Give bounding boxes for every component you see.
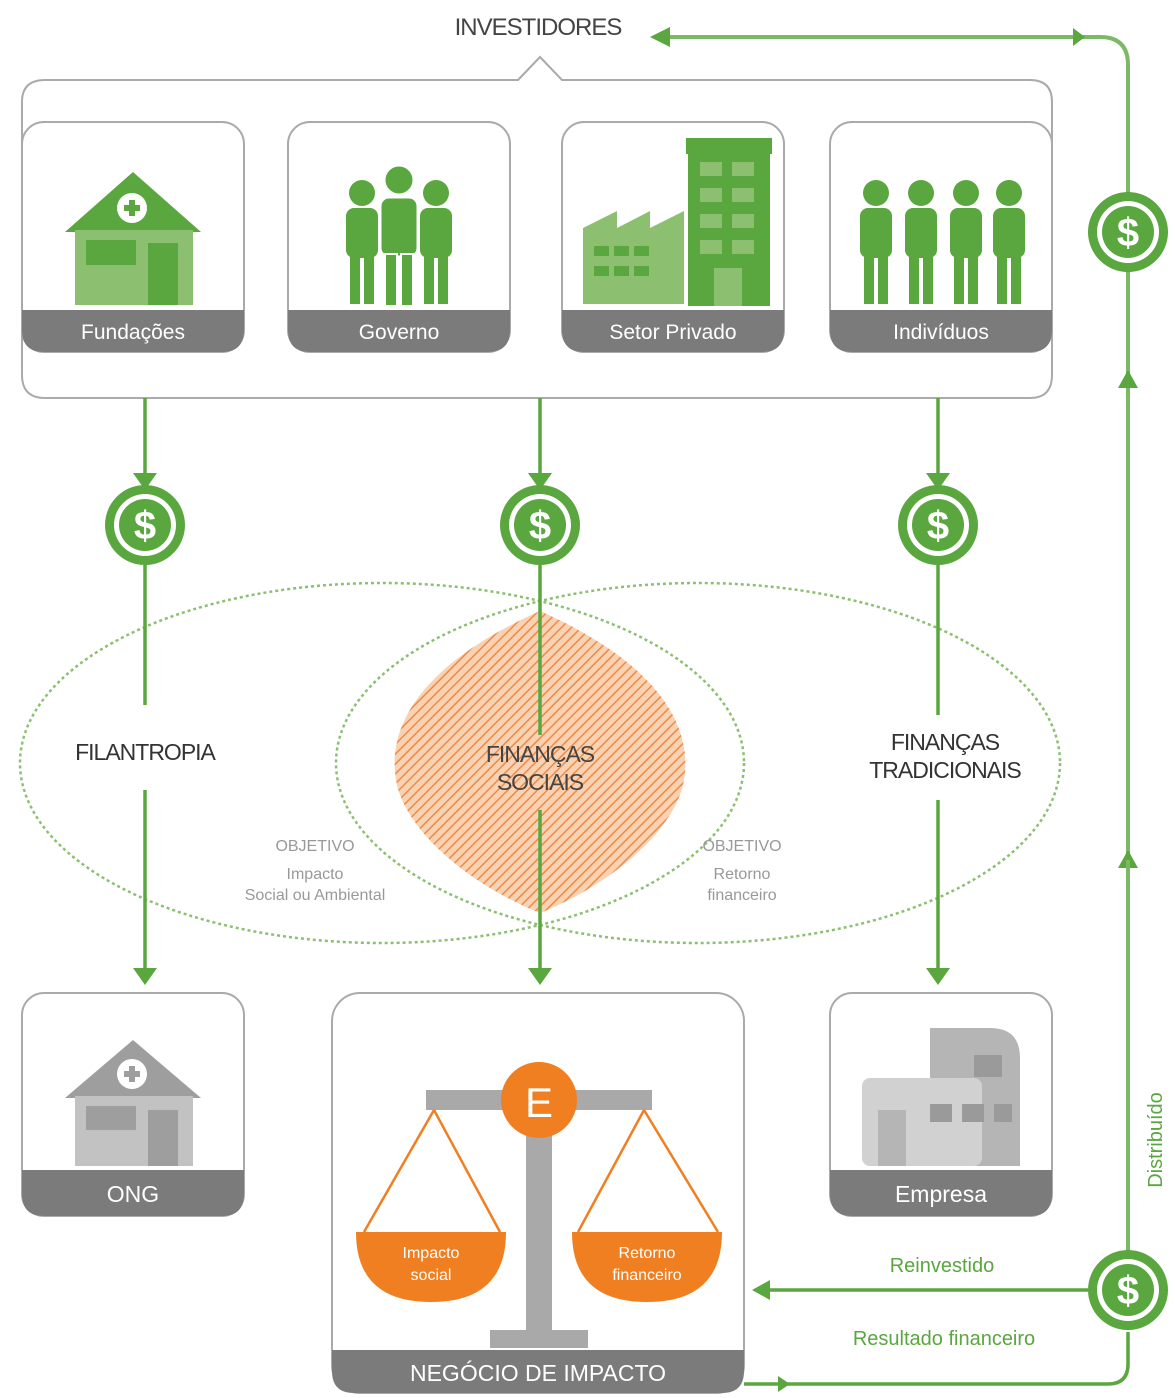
left-objective-line2: Social ou Ambiental — [245, 887, 386, 904]
traditional-finance-ellipse — [334, 581, 1062, 945]
coin-icon-return: $ — [1088, 1250, 1168, 1330]
scale-icon — [356, 1062, 722, 1348]
foundation-house-icon — [65, 172, 201, 305]
right-pan-line1: Retorno — [619, 1245, 676, 1262]
coin-icon-distribution: $ — [1088, 192, 1168, 272]
investor-card-private-sector: Setor Privado — [561, 121, 785, 353]
distribution-top-arrowhead — [650, 27, 670, 47]
investor-label: Indivíduos — [893, 321, 989, 344]
distribution-top-line — [660, 35, 1130, 860]
outcome-card-ngo: ONG — [21, 992, 245, 1217]
social-finance-line2: SOCIAIS — [497, 769, 584, 795]
flow-arrowheads — [133, 473, 950, 985]
svg-text:$: $ — [927, 504, 949, 548]
svg-text:$: $ — [529, 504, 551, 548]
financial-result-line — [744, 1332, 1130, 1386]
investor-label: Setor Privado — [609, 321, 736, 344]
coin-icon-social-finance: $ — [500, 485, 580, 565]
top-small-arrow — [1073, 28, 1085, 46]
reinvested-label: Reinvestido — [890, 1255, 995, 1277]
company-label: Empresa — [895, 1181, 987, 1207]
investor-label: Fundações — [81, 321, 185, 344]
financial-result-label: Resultado financeiro — [853, 1328, 1035, 1350]
financial-result-arrow — [778, 1376, 790, 1392]
right-objective-line1: Retorno — [714, 866, 771, 883]
traditional-finance-line2: TRADICIONAIS — [869, 757, 1021, 783]
investor-card-individuals: Indivíduos — [829, 121, 1053, 353]
distribution-mid-arrow2 — [1118, 850, 1138, 868]
reinvested-arrowhead — [752, 1280, 770, 1300]
coin-icon-traditional: $ — [898, 485, 978, 565]
investors-title: INVESTIDORES — [455, 14, 622, 41]
company-building-icon — [862, 1028, 1020, 1166]
distributed-label: Distribuído — [1145, 1092, 1167, 1188]
left-pan-line2: social — [411, 1267, 452, 1284]
factory-building-icon — [583, 138, 772, 306]
investor-card-foundations: Fundações — [21, 121, 245, 353]
individuals-icon — [860, 180, 1025, 304]
distribution-mid-arrow1 — [1118, 370, 1138, 388]
investor-label: Governo — [359, 321, 440, 344]
government-people-icon — [346, 163, 452, 307]
svg-text:$: $ — [1117, 1269, 1139, 1313]
svg-text:$: $ — [1117, 211, 1139, 255]
investor-card-government: Governo — [287, 121, 511, 353]
flow-lines — [143, 398, 940, 970]
outcome-card-company: Empresa — [829, 992, 1053, 1217]
left-objective-title: OBJETIVO — [275, 838, 354, 855]
ngo-label: ONG — [107, 1181, 159, 1207]
right-objective-line2: financeiro — [707, 887, 776, 904]
left-objective-line1: Impacto — [287, 866, 344, 883]
philanthropy-ellipse — [18, 581, 746, 945]
social-finance-line1: FINANÇAS — [486, 741, 595, 767]
right-pan-line2: financeiro — [612, 1267, 681, 1284]
right-objective-title: OBJETIVO — [702, 838, 781, 855]
social-finance-lens — [394, 611, 686, 913]
svg-text:$: $ — [134, 504, 156, 548]
left-pan-line1: Impacto — [403, 1245, 460, 1262]
ngo-house-icon — [65, 1040, 201, 1166]
coin-icon-philanthropy: $ — [105, 485, 185, 565]
investors-bracket — [21, 55, 1053, 399]
philanthropy-label: FILANTROPIA — [75, 739, 216, 765]
traditional-finance-line1: FINANÇAS — [891, 729, 1000, 755]
impact-business-label: NEGÓCIO DE IMPACTO — [410, 1360, 666, 1386]
outcome-card-impact-business: E Impacto social Retorno financeiro NEGÓ… — [331, 992, 745, 1394]
entrepreneur-badge: E — [525, 1079, 553, 1126]
